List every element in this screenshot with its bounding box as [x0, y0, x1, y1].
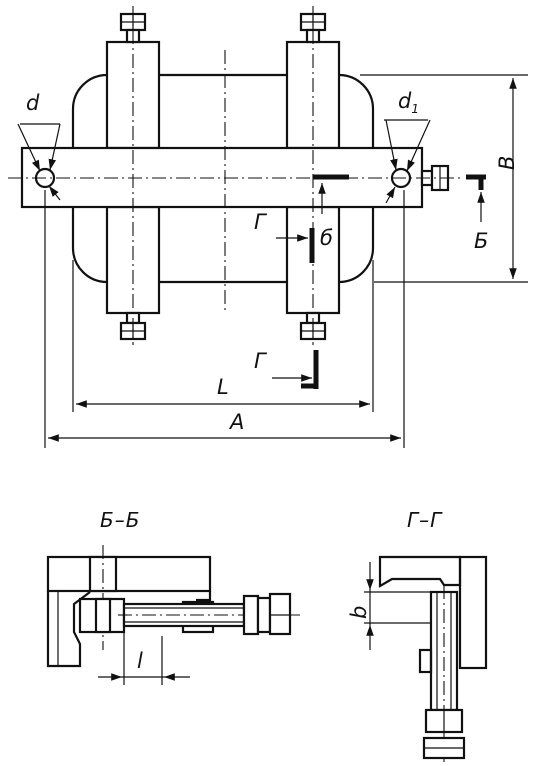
dimension-L: L [72, 260, 374, 412]
svg-text:l: l [137, 649, 143, 673]
svg-text:d1: d1 [398, 89, 419, 116]
section-mark-b-right: Б [466, 174, 488, 253]
svg-text:Г: Г [254, 210, 268, 234]
section-mark-b-mid: б [313, 174, 349, 250]
svg-text:Б–Б: Б–Б [100, 508, 140, 532]
svg-text:d: d [26, 91, 40, 115]
svg-text:Б: Б [474, 229, 488, 253]
label-d1: d1 [384, 89, 431, 204]
svg-text:Г: Г [254, 349, 268, 373]
svg-text:Г–Г: Г–Г [407, 508, 443, 532]
svg-text:A: A [228, 410, 244, 434]
svg-text:б: б [320, 226, 333, 250]
svg-text:b: b [347, 606, 371, 619]
svg-text:B: B [495, 156, 519, 170]
section-gg: Г–Г b [347, 508, 488, 762]
section-mark-g-mid: Г [254, 210, 315, 263]
dimension-A: A [44, 190, 405, 448]
label-d: d [17, 91, 61, 201]
dimension-B: B [360, 74, 528, 283]
plan-view: d d1 Б б Г [8, 6, 528, 448]
svg-text:L: L [217, 375, 229, 399]
section-bb: Б–Б l [46, 508, 300, 685]
section-mark-g-bottom: Г [254, 349, 319, 389]
